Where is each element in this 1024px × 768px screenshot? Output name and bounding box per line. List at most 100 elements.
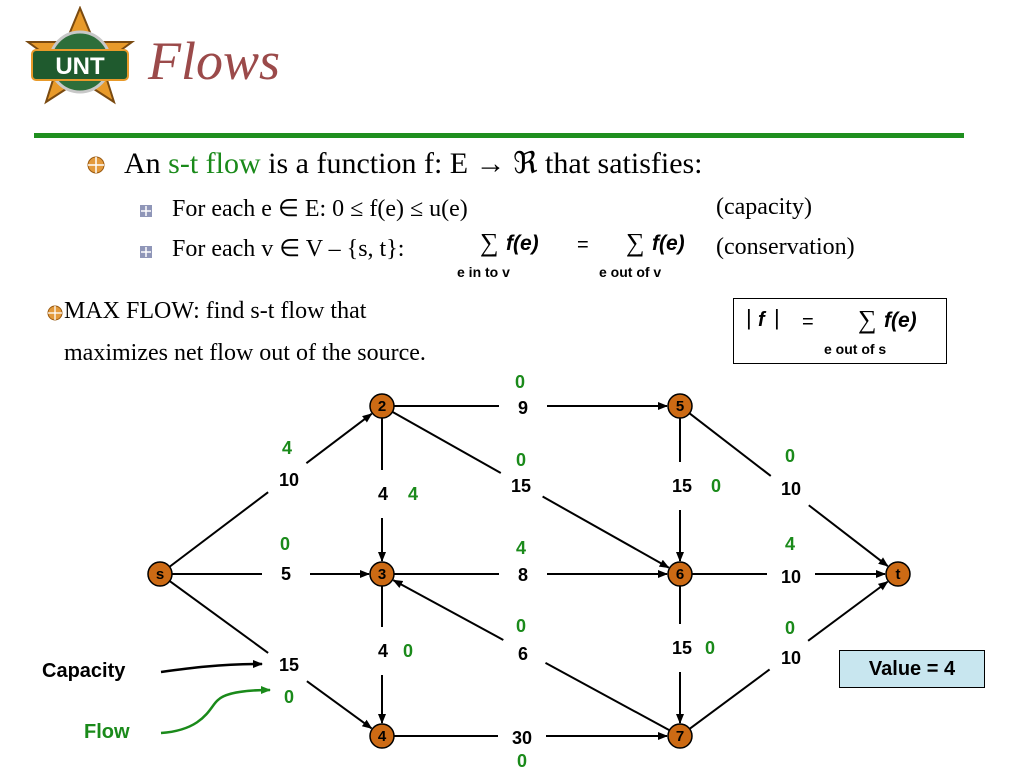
flow-legend-label: Flow (84, 721, 130, 743)
sub-bullet-icon (140, 205, 152, 217)
edge-s-2-segment-b (305, 413, 373, 465)
edge-s-3-capacity: 5 (281, 564, 291, 584)
node-5: 5 (667, 393, 693, 419)
edge-7-t-capacity: 10 (781, 648, 801, 668)
edge-5-6-capacity: 15 (672, 476, 692, 496)
node-5-circle (667, 393, 693, 419)
formula-under: e out of s (824, 341, 887, 357)
node-2-label: 2 (378, 398, 386, 415)
node-4-label: 4 (378, 728, 387, 745)
node-5-label: 5 (676, 398, 684, 415)
edge-s-4-flow: 0 (284, 687, 294, 707)
node-t: t (885, 561, 911, 587)
fe-left: f(e) (506, 232, 539, 255)
edge-6-7-flow: 0 (705, 638, 715, 658)
edge-7-3-flow: 0 (516, 616, 526, 636)
slide-title: Flows (148, 31, 281, 91)
edge-2-5-flow: 0 (515, 372, 525, 392)
edge-4-7-flow: 0 (517, 751, 527, 768)
sub-bullet-icon (140, 246, 152, 258)
fe-right: f(e) (652, 232, 685, 255)
edge-s-2-capacity: 10 (279, 470, 299, 490)
title-divider (34, 133, 964, 138)
node-t-label: t (896, 566, 901, 583)
edge-7-3-capacity: 6 (518, 644, 528, 664)
equals-sign: = (577, 234, 589, 256)
edge-3-6-capacity: 8 (518, 565, 528, 585)
edge-5-t-capacity: 10 (781, 479, 801, 499)
edge-2-6-segment-a (391, 411, 502, 474)
formula-sum: ∑ (858, 305, 877, 334)
sum-symbol-right: ∑ (626, 228, 645, 257)
node-t-circle (885, 561, 911, 587)
capacity-tag: (capacity) (716, 194, 812, 220)
node-4-circle (369, 723, 395, 749)
edge-2-6-capacity: 15 (511, 476, 531, 496)
bullet-dot-icon (87, 156, 105, 174)
edge-7-t-flow: 0 (785, 618, 795, 638)
node-3: 3 (369, 561, 395, 587)
conservation-tag: (conservation) (716, 234, 855, 260)
logo-text: UNT (55, 53, 105, 80)
node-3-label: 3 (378, 566, 386, 583)
node-s-circle (147, 561, 173, 587)
edge-s-4-capacity: 15 (279, 655, 299, 675)
node-s: s (147, 561, 173, 587)
node-3-circle (369, 561, 395, 587)
edge-7-3-segment-b (392, 579, 504, 641)
edge-5-t-segment-a (688, 412, 772, 477)
formula-fe: f(e) (884, 309, 917, 332)
capacity-rule: For each e ∈ E: 0 ≤ f(e) ≤ u(e) (172, 196, 468, 222)
edge-5-6-flow: 0 (711, 476, 721, 496)
edge-7-3-segment-a (545, 661, 670, 732)
maxflow-line-2: maximizes net flow out of the source. (64, 340, 426, 366)
node-s-label: s (156, 566, 164, 583)
abs-bar-left: | (746, 305, 752, 330)
capacity-pointer-arrow (160, 660, 263, 674)
edge-7-t-segment-a (689, 668, 771, 730)
node-7-circle (667, 723, 693, 749)
node-7-label: 7 (676, 728, 684, 745)
flow-value-formula-box: | f | = ∑ f(e) e out of s (733, 298, 947, 364)
formula-equals: = (802, 311, 814, 333)
value-box: Value = 4 (839, 650, 985, 688)
main-bullet-prefix: An (124, 147, 161, 180)
edge-3-4-capacity: 4 (378, 641, 388, 661)
edge-5-t-segment-b (808, 504, 889, 567)
edge-s-2-flow: 4 (282, 438, 292, 458)
node-7: 7 (667, 723, 693, 749)
abs-bar-right: | (774, 305, 780, 330)
bullet-dot-icon (47, 305, 63, 321)
edge-2-6-flow: 0 (516, 450, 526, 470)
edge-6-7-capacity: 15 (672, 638, 692, 658)
node-6: 6 (667, 561, 693, 587)
abs-f: f (758, 309, 765, 331)
node-2-circle (369, 393, 395, 419)
node-2: 2 (369, 393, 395, 419)
edge-6-t-flow: 4 (785, 534, 795, 554)
edge-6-t-capacity: 10 (781, 567, 801, 587)
edge-5-t-flow: 0 (785, 446, 795, 466)
edge-2-3-flow: 4 (408, 484, 418, 504)
maxflow-line-1: MAX FLOW: find s-t flow that (64, 298, 367, 324)
sum-under-right: e out of v (599, 264, 662, 280)
edge-2-5-capacity: 9 (518, 398, 528, 418)
node-4: 4 (369, 723, 395, 749)
main-bullet-rest: is a function f: E → ℜ that satisfies: (268, 147, 703, 180)
capacity-legend-label: Capacity (42, 660, 126, 682)
st-flow-term: s-t flow (168, 147, 261, 180)
edge-2-6-segment-b (542, 495, 670, 569)
edge-s-4-segment-a (169, 580, 269, 654)
unt-logo: UNT (24, 6, 136, 105)
edge-s-4-segment-b (306, 680, 373, 730)
sum-symbol-left: ∑ (480, 228, 499, 257)
edge-7-t-segment-b (807, 580, 889, 642)
edge-2-3-capacity: 4 (378, 484, 388, 504)
flow-pointer-arrow (160, 686, 271, 735)
edge-s-3-flow: 0 (280, 534, 290, 554)
edge-s-2-segment-a (168, 491, 269, 568)
edge-4-7-capacity: 30 (512, 728, 532, 748)
main-bullet: An s-t flow is a function f: E → ℜ that … (124, 146, 703, 181)
sum-under-left: e in to v (457, 264, 510, 280)
